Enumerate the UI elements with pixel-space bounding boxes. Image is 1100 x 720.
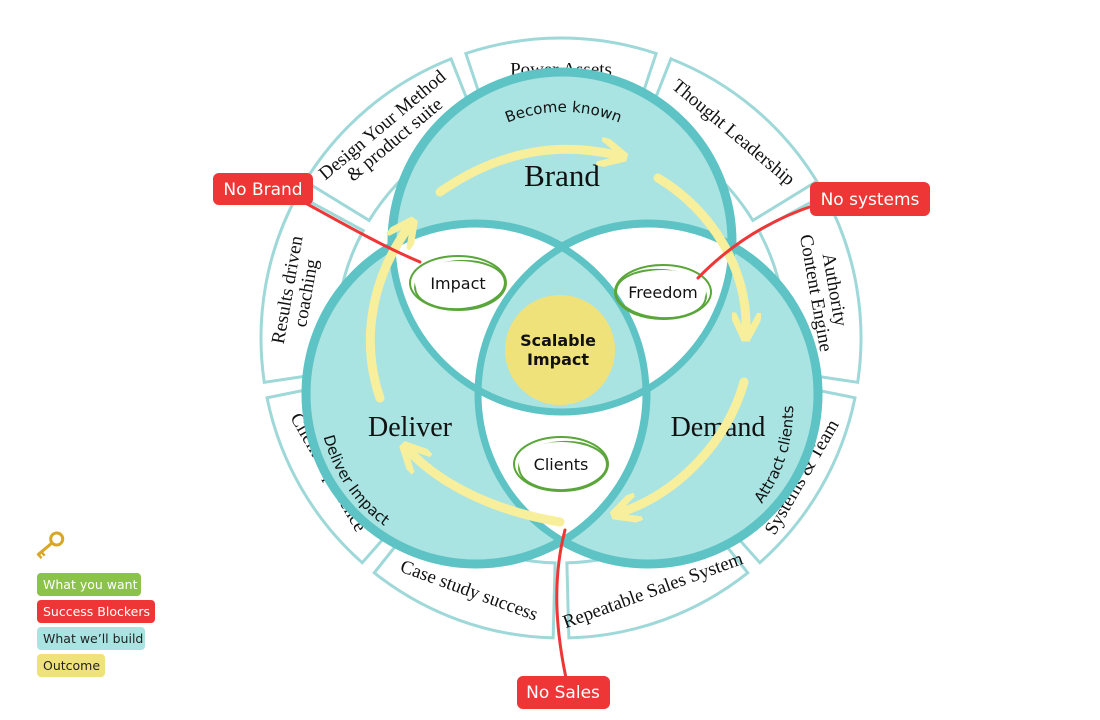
legend: What you want Success Blockers What we’l… <box>36 531 155 677</box>
no-brand-line <box>298 198 422 264</box>
flow-arrow-demand <box>622 377 749 512</box>
legend-item-build: What we’ll build <box>37 627 145 650</box>
overlap-ovals <box>409 255 712 492</box>
center-label-line2: Impact <box>527 350 589 369</box>
outer-segment-8 <box>303 56 481 223</box>
center-outcome-circle <box>505 295 615 405</box>
no-sales-tag: No Sales <box>517 676 610 709</box>
freedom-label: Freedom <box>628 283 697 302</box>
no-sales-line <box>555 528 568 680</box>
no-brand-tag: No Brand <box>213 173 313 205</box>
clients-label: Clients <box>534 455 589 474</box>
impact-label: Impact <box>430 274 485 293</box>
flow-arrow-brand <box>435 149 616 197</box>
legend-item-outcome: Outcome <box>37 654 105 677</box>
key-icon <box>36 531 65 560</box>
no-brand-text: No Brand <box>223 180 302 200</box>
svg-text:What you want: What you want <box>43 577 138 592</box>
flow-arrow-clients <box>410 452 565 527</box>
outer-segment-2 <box>756 192 863 385</box>
no-sales-text: No Sales <box>526 683 600 703</box>
svg-text:Success Blockers: Success Blockers <box>43 604 150 619</box>
no-systems-text: No systems <box>821 190 920 210</box>
deliver-title: Deliver <box>368 412 453 443</box>
svg-text:What we’ll build: What we’ll build <box>43 631 143 646</box>
flow-arrow-brand-demand <box>653 173 746 330</box>
svg-text:Outcome: Outcome <box>43 658 100 673</box>
center-label-line1: Scalable <box>520 331 596 350</box>
no-systems-line <box>696 203 817 280</box>
no-systems-tag: No systems <box>810 182 930 216</box>
flow-arrows <box>365 149 749 527</box>
legend-item-blockers: Success Blockers <box>37 600 155 623</box>
flow-arrow-deliver <box>365 228 408 403</box>
legend-item-want: What you want <box>37 573 141 596</box>
brand-title: Brand <box>524 158 600 193</box>
blocker-lines <box>298 198 817 680</box>
